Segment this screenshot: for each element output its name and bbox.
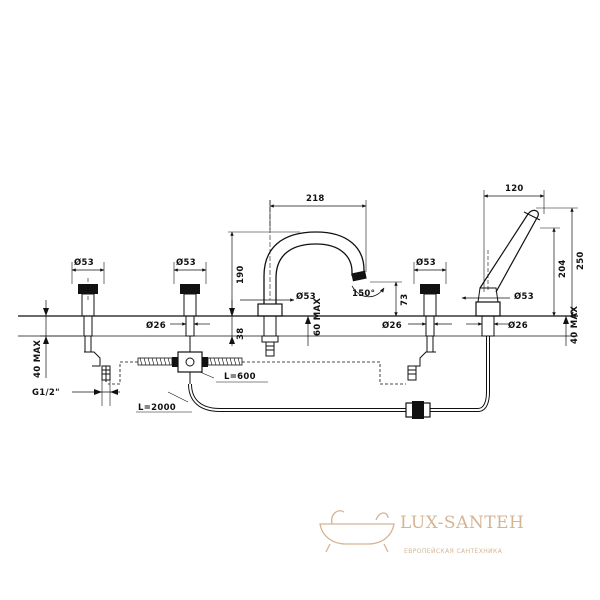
left-valve-2 <box>180 284 200 352</box>
dim-40max-right: 40 MAX <box>570 306 580 344</box>
left-valve-1 <box>78 284 111 382</box>
dim-38: 38 <box>236 328 246 340</box>
watermark-tagline: ЕВРОПЕЙСКАЯ САНТЕХНИКА <box>404 548 503 555</box>
dim-swivel-angle: 150° <box>352 289 375 299</box>
bathtub-logo-icon <box>319 510 395 553</box>
dim-hose-long: L=2000 <box>138 403 176 413</box>
dim-d26-shower: Ø26 <box>508 320 528 331</box>
right-valve <box>407 284 440 381</box>
hose-right <box>207 357 406 385</box>
watermark-brand: LUX-SANTEH <box>400 513 524 533</box>
dim-40max-left: 40 MAX <box>33 340 43 378</box>
dim-d53-right-valve: Ø53 <box>416 257 436 268</box>
dim-d53-shower: Ø53 <box>514 291 534 302</box>
diverter-body <box>172 351 208 384</box>
dim-shower-width: 120 <box>505 184 524 194</box>
watermark: LUX-SANTEH ЕВРОПЕЙСКАЯ САНТЕХНИКА <box>319 510 524 555</box>
dim-d26-right-valve: Ø26 <box>382 320 402 331</box>
hand-shower <box>475 209 541 337</box>
dim-shower-height-204: 204 <box>558 259 568 278</box>
dim-shower-height-250: 250 <box>576 251 586 270</box>
dim-spout-height: 190 <box>236 265 246 284</box>
dim-d53-spout: Ø53 <box>296 291 316 302</box>
dim-d26-left: Ø26 <box>146 320 166 331</box>
spout <box>257 231 367 357</box>
hose-left <box>108 357 173 385</box>
dim-d53-left-1: Ø53 <box>74 257 94 268</box>
dim-60max: 60 MAX <box>313 298 323 336</box>
dim-d53-left-2: Ø53 <box>176 257 196 268</box>
dim-thread: G1/2" <box>32 388 60 398</box>
hose-connector <box>405 401 431 419</box>
dim-outlet-height: 73 <box>400 294 410 306</box>
dim-hose-short: L=600 <box>224 372 256 382</box>
dim-spout-reach: 218 <box>306 194 325 204</box>
